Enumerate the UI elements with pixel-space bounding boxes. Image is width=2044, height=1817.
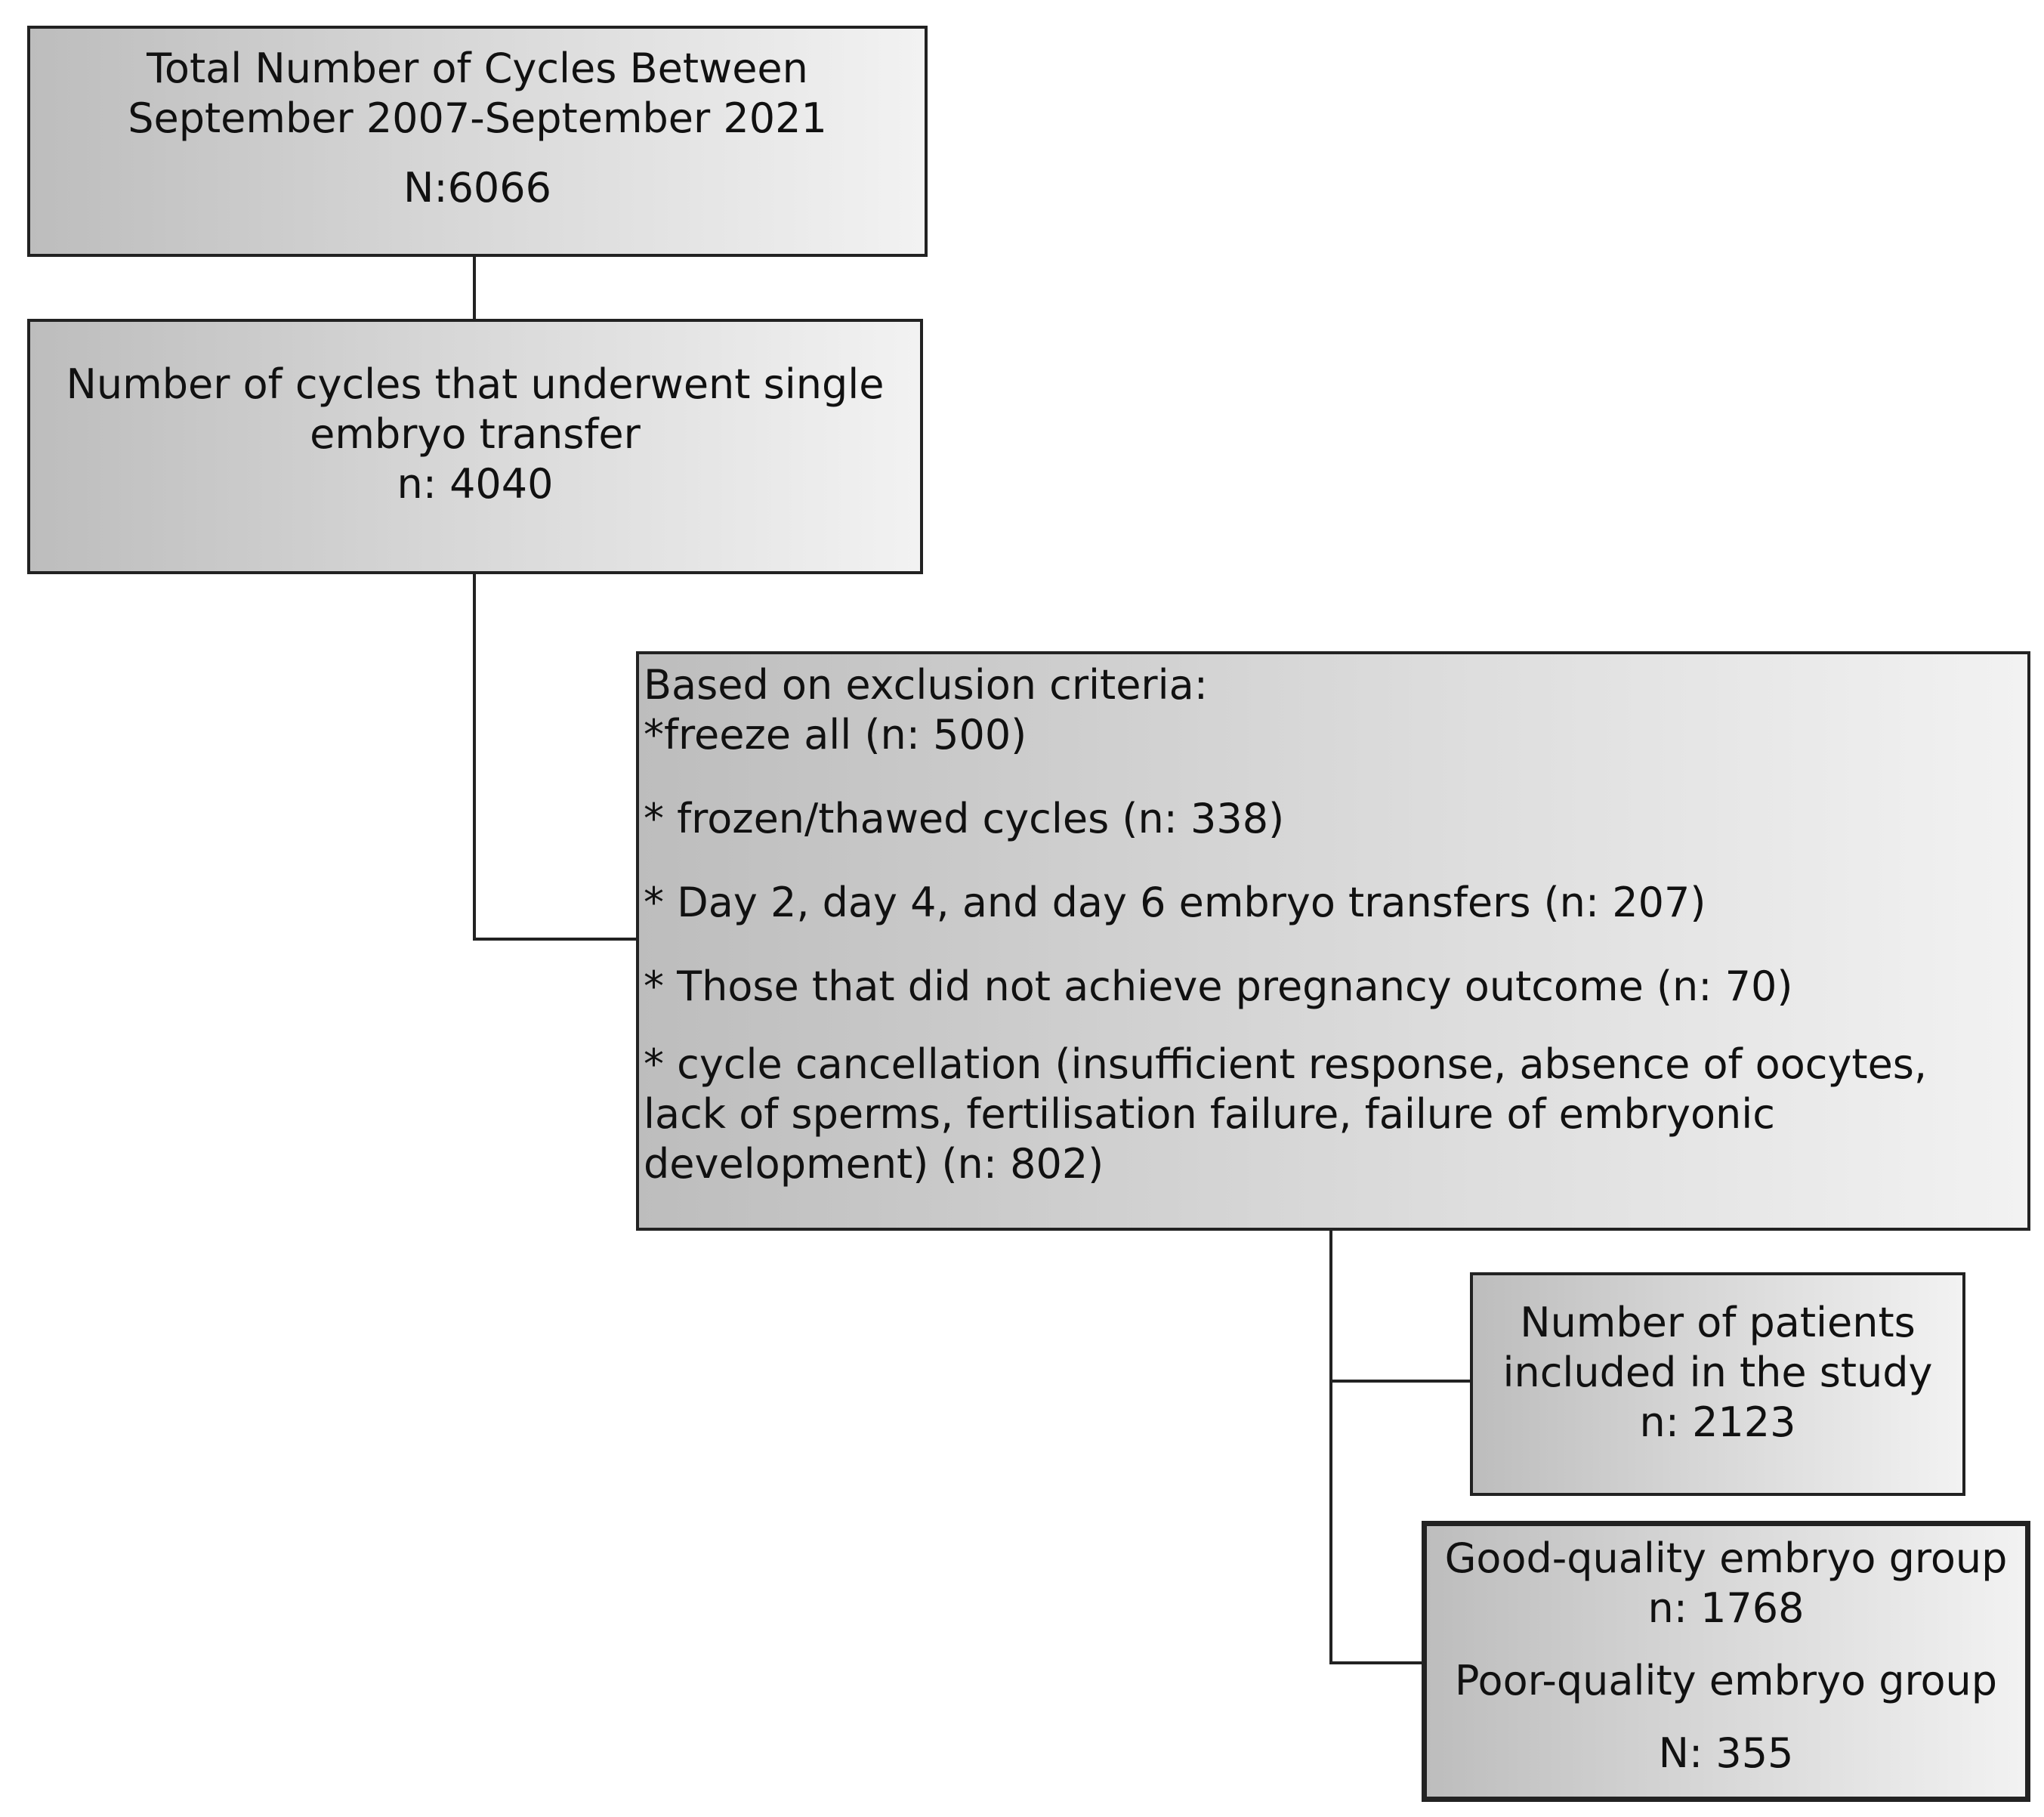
total-cycles-line1: Total Number of Cycles Between xyxy=(147,45,808,92)
single-embryo-transfer-box: Number of cycles that underwent single e… xyxy=(27,319,923,574)
included-patients-box: Number of patients included in the study… xyxy=(1470,1272,1965,1496)
good-quality-group-label: Good-quality embryo group xyxy=(1444,1534,2008,1582)
included-patients-line1: Number of patients xyxy=(1520,1299,1916,1346)
poor-quality-group-count: N: 355 xyxy=(1658,1729,1794,1777)
total-cycles-box: Total Number of Cycles Between September… xyxy=(27,26,928,257)
exclusion-item-freeze-all: *freeze all (n: 500) xyxy=(644,710,1027,759)
good-quality-group-count: n: 1768 xyxy=(1647,1584,1805,1632)
exclusion-item-no-pregnancy-outcome: * Those that did not achieve pregnancy o… xyxy=(644,962,1793,1010)
single-transfer-line2: embryo transfer xyxy=(310,409,641,458)
included-patients-line2: included in the study xyxy=(1502,1348,1933,1396)
included-patients-count: n: 2123 xyxy=(1639,1398,1796,1446)
connector-single-to-exclusion xyxy=(473,938,636,941)
total-cycles-line2: September 2007-September 2021 xyxy=(128,94,827,142)
connector-to-included xyxy=(1329,1380,1470,1383)
single-transfer-line1: Number of cycles that underwent single xyxy=(66,360,885,408)
exclusion-item-frozen-thawed: * frozen/thawed cycles (n: 338) xyxy=(644,794,1285,842)
exclusion-item-day-transfers: * Day 2, day 4, and day 6 embryo transfe… xyxy=(644,878,1706,926)
connector-total-to-single xyxy=(473,257,476,319)
connector-to-groups xyxy=(1329,1661,1422,1664)
connector-exclusion-down xyxy=(1329,1228,1332,1664)
poor-quality-group-label: Poor-quality embryo group xyxy=(1454,1656,1998,1704)
exclusion-criteria-box: Based on exclusion criteria: *freeze all… xyxy=(636,651,2030,1231)
embryo-quality-groups-box: Good-quality embryo group n: 1768 Poor-q… xyxy=(1422,1521,2030,1802)
exclusion-heading: Based on exclusion criteria: xyxy=(644,661,1208,709)
single-transfer-count: n: 4040 xyxy=(397,459,554,508)
total-cycles-count: N:6066 xyxy=(403,163,551,212)
connector-single-down xyxy=(473,574,476,941)
exclusion-item-cycle-cancellation: * cycle cancellation (insufficient respo… xyxy=(644,1040,1928,1188)
